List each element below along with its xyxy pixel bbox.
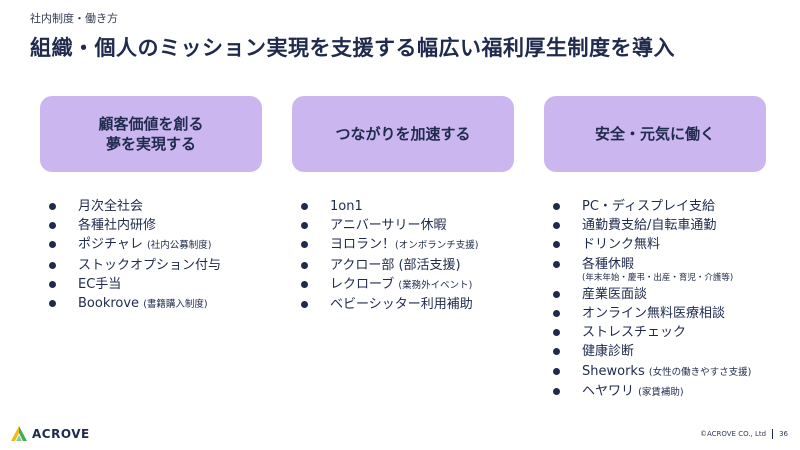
- bullet-icon: [553, 367, 560, 375]
- list-item: ヨロラン！(オンボランチ支援): [292, 235, 478, 255]
- list-item: ドリンク無料: [544, 235, 751, 254]
- bullet-icon: [553, 241, 560, 249]
- list-item: アニバーサリー休暇: [292, 216, 478, 235]
- list-item: アクロー部 (部活支援): [292, 256, 478, 275]
- benefit-list-value: 月次全社会 各種社内研修 ポジチャレ (社内公募制度) ストックオプション付与 …: [40, 197, 221, 314]
- bullet-icon: [553, 290, 560, 298]
- company-logo: ACROVE: [10, 425, 90, 443]
- list-item: 月次全社会: [40, 197, 221, 216]
- bullet-icon: [49, 280, 56, 288]
- category-heading: 安全・元気に働く: [594, 124, 715, 143]
- bullet-icon: [301, 241, 308, 249]
- bullet-icon: [553, 348, 560, 356]
- list-item: ベビーシッター利用補助: [292, 295, 478, 314]
- list-item: 各種社内研修: [40, 216, 221, 235]
- bullet-icon: [553, 260, 560, 268]
- page-number: 36: [779, 430, 788, 438]
- benefit-list-wellbeing: PC・ディスプレイ支給 通勤費支給/自転車通勤 ドリンク無料 各種休暇 (年末年…: [544, 197, 751, 402]
- acrove-logo-icon: [11, 426, 27, 441]
- bullet-icon: [49, 203, 56, 210]
- bullet-icon: [553, 222, 560, 230]
- page-title: 組織・個人のミッション実現を支援する幅広い福利厚生制度を導入: [30, 36, 675, 60]
- list-item: EC手当: [40, 275, 221, 294]
- footer-divider: [772, 429, 774, 439]
- list-item: 各種休暇: [544, 255, 751, 274]
- bullet-icon: [49, 300, 56, 308]
- bullet-icon: [49, 222, 56, 230]
- breadcrumb: 社内制度・働き方: [30, 12, 118, 25]
- list-item: ヘヤワリ (家賃補助): [544, 382, 751, 402]
- leave-types-note: (年末年始・慶弔・出産・育児・介護等): [582, 272, 734, 283]
- list-item: オンライン無料医療相談: [544, 304, 751, 323]
- bullet-icon: [553, 310, 560, 318]
- bullet-icon: [553, 329, 560, 337]
- list-item: 通勤費支給/自転車通勤: [544, 216, 751, 235]
- copyright-text: ©ACROVE CO., Ltd: [699, 430, 767, 438]
- bullet-icon: [301, 261, 308, 269]
- list-item: Bookrove (書籍購入制度): [40, 294, 221, 314]
- slide-footer: ©ACROVE CO., Ltd 36: [700, 429, 788, 439]
- category-heading: 顧客価値を創る 夢を実現する: [98, 114, 204, 153]
- category-card-value: 顧客価値を創る 夢を実現する: [40, 96, 262, 172]
- logo-text: ACROVE: [32, 427, 90, 441]
- benefit-list-connection: 1on1 アニバーサリー休暇 ヨロラン！(オンボランチ支援) アクロー部 (部活…: [292, 197, 478, 314]
- list-item: 健康診断: [544, 342, 751, 361]
- bullet-icon: [301, 222, 308, 230]
- bullet-icon: [301, 280, 308, 288]
- bullet-icon: [553, 203, 560, 210]
- bullet-icon: [301, 301, 308, 309]
- bullet-icon: [49, 261, 56, 269]
- list-item: レクローブ (業務外イベント): [292, 275, 478, 295]
- bullet-icon: [553, 387, 560, 395]
- list-item: ポジチャレ (社内公募制度): [40, 235, 221, 255]
- bullet-icon: [49, 241, 56, 249]
- category-card-connection: つながりを加速する: [292, 96, 514, 172]
- category-card-wellbeing: 安全・元気に働く: [544, 96, 766, 172]
- list-item: ストレスチェック: [544, 323, 751, 342]
- list-item: ストックオプション付与: [40, 256, 221, 275]
- list-item: Sheworks (女性の働きやすさ支援): [544, 362, 751, 382]
- category-heading: つながりを加速する: [335, 124, 471, 143]
- bullet-icon: [301, 203, 308, 210]
- list-item: PC・ディスプレイ支給: [544, 197, 751, 216]
- list-item: 産業医面談: [544, 285, 751, 304]
- list-item: 1on1: [292, 197, 478, 216]
